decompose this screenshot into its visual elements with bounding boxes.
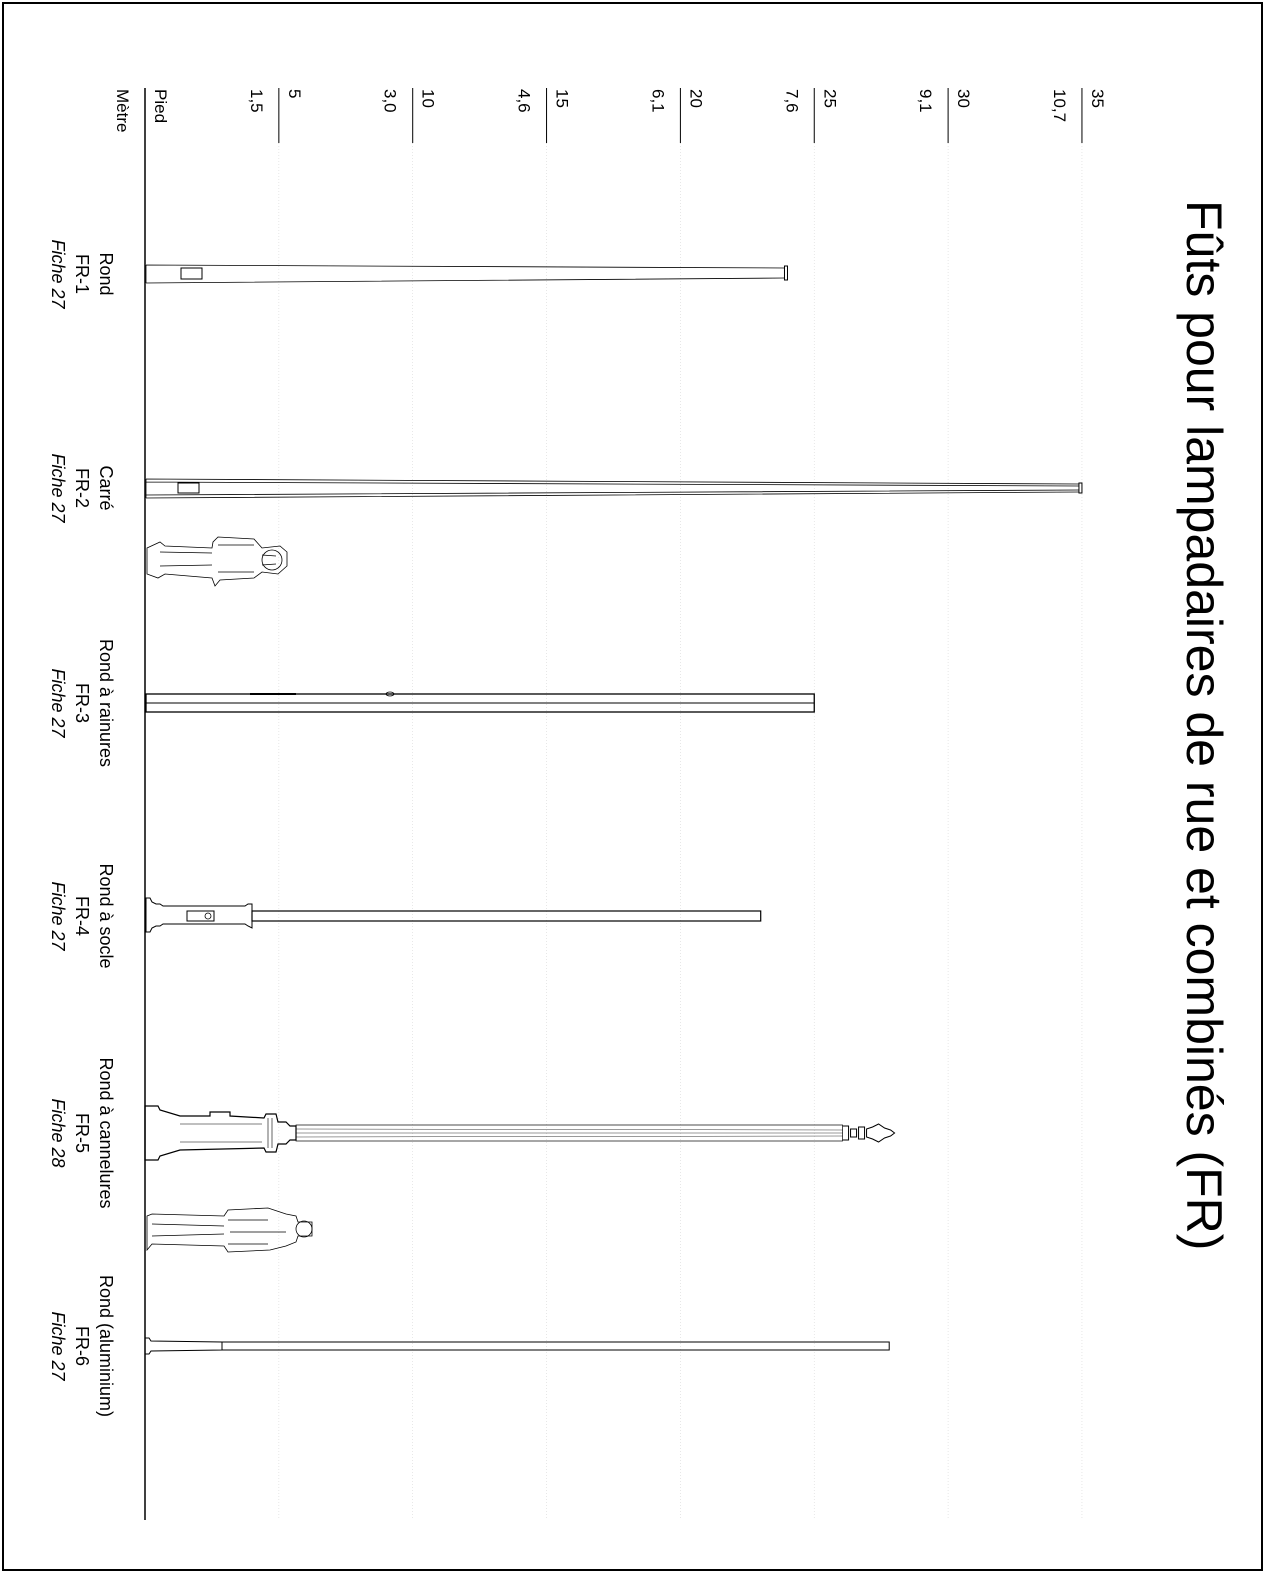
- scale-label-feet-20: 20: [686, 89, 705, 108]
- pole-fr-2: [145, 478, 1083, 499]
- pole-fr-4-shaft: [251, 910, 762, 922]
- scale-label-feet-10: 10: [419, 89, 438, 108]
- pole-fr-1-top: [783, 265, 788, 281]
- pole-fr-5-flutes: [295, 1128, 843, 1138]
- pole-fr-5-finial: [842, 1123, 896, 1143]
- pole-fr-1-shaft: [145, 264, 785, 284]
- pole-fr-5-base: [144, 1105, 297, 1161]
- scale-label-feet-35: 35: [1088, 89, 1107, 108]
- pole-label-sheet-4: Fiche 27: [48, 881, 68, 951]
- scale-label-feet-15: 15: [553, 89, 572, 108]
- pole-label-sheet-3: Fiche 27: [48, 668, 68, 738]
- scale-label-feet-5: 5: [285, 89, 304, 98]
- scale-label-feet-25: 25: [820, 89, 839, 108]
- pole-fr-4-base: [145, 897, 253, 933]
- pole-fr-2-top: [1078, 482, 1083, 494]
- scale-label-meters-30: 9,1: [916, 89, 935, 113]
- pole-fr-4-door: [186, 910, 215, 922]
- page-title: Fûts pour lampadaires de rue et combinés…: [1176, 200, 1232, 1250]
- pole-label-sheet-1: Fiche 27: [48, 239, 68, 309]
- woman-silhouette: [146, 536, 288, 587]
- pole-fr-5: [144, 1105, 896, 1161]
- pole-fr-5-flutes-base: [180, 1118, 273, 1148]
- pole-fr-3: [145, 691, 815, 713]
- pole-fr-3-bolt: [385, 691, 395, 697]
- unit-label-feet: Pied: [151, 89, 170, 123]
- pole-fr-4-door-lock-icon: [204, 912, 212, 920]
- pole-label-code-3: FR-3: [72, 683, 92, 723]
- pole-label-shape-6: Rond (aluminium): [96, 1275, 116, 1417]
- scale-label-meters-35: 10,7: [1050, 89, 1069, 122]
- scale-label-meters-5: 1,5: [247, 89, 266, 113]
- pole-label-code-4: FR-4: [72, 896, 92, 936]
- pole-label-shape-3: Rond à rainures: [96, 639, 116, 767]
- pole-fr-1: [145, 264, 788, 284]
- pole-fr-6: [144, 1337, 890, 1355]
- pole-label-shape-1: Rond: [96, 252, 116, 295]
- height-scale: 5 1,5 10 3,0 15 4,6 20 6,1 25 7,6 30 9,1 35 10,7: [247, 88, 1107, 1520]
- man-silhouette: [146, 1207, 313, 1253]
- pole-fr-1-handhole: [180, 267, 203, 280]
- scale-label-meters-20: 6,1: [648, 89, 667, 113]
- scale-label-meters-15: 4,6: [515, 89, 534, 113]
- pole-fr-6-base: [144, 1337, 223, 1355]
- pole-label-code-2: FR-2: [72, 468, 92, 508]
- pole-label-code-6: FR-6: [72, 1326, 92, 1366]
- pole-label-shape-4: Rond à socle: [96, 863, 116, 968]
- scale-label-meters-10: 3,0: [381, 89, 400, 113]
- pole-label-shape-5: Rond à cannelures: [96, 1057, 116, 1208]
- unit-label-meters: Mètre: [113, 89, 132, 132]
- pole-label-shape-2: Carré: [96, 465, 116, 510]
- scale-label-meters-25: 7,6: [782, 89, 801, 113]
- pole-fr-4: [145, 897, 762, 933]
- pole-fr-2-handhole: [177, 482, 200, 494]
- pole-label-sheet-5: Fiche 28: [48, 1098, 68, 1167]
- pole-label-code-1: FR-1: [72, 254, 92, 294]
- scale-label-feet-30: 30: [954, 89, 973, 108]
- pole-label-sheet-2: Fiche 27: [48, 453, 68, 523]
- pole-fr-6-shaft: [221, 1341, 890, 1351]
- pole-fr-2-shaft: [145, 478, 1079, 499]
- pole-label-sheet-6: Fiche 27: [48, 1311, 68, 1381]
- pole-label-code-5: FR-5: [72, 1113, 92, 1153]
